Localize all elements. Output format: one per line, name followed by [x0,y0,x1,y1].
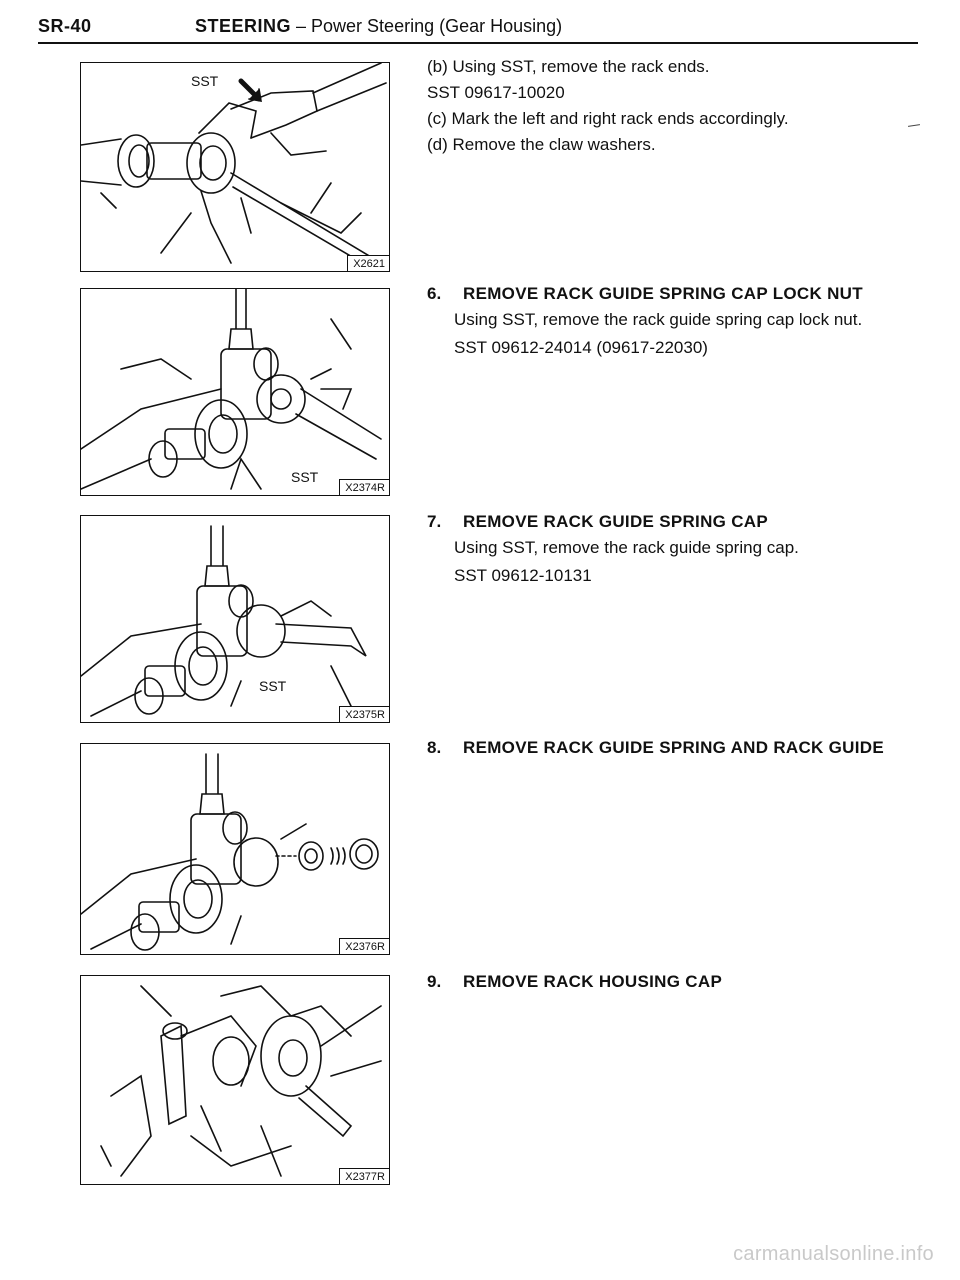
figure-id: X2376R [339,938,389,954]
figure-id: X2374R [339,479,389,495]
housing-cap-illustration [100,985,382,1177]
sst-callout: SST [257,678,289,694]
page-title: STEERING – Power Steering (Gear Housing) [195,16,562,37]
figure-rack-guide-removal: X2376R [80,743,390,955]
step-7-sst: SST 09612-10131 [454,566,592,585]
figure-lock-nut-removal: SST X2374R [80,288,390,496]
step-8-heading: 8. REMOVE RACK GUIDE SPRING AND RACK GUID… [427,738,884,758]
page-number: SR-40 [38,16,92,36]
step-number: 6. [427,284,442,303]
step-title: REMOVE RACK GUIDE SPRING CAP [463,512,768,531]
page-header: SR-40 STEERING – Power Steering (Gear Ho… [38,14,918,42]
step-number: 9. [427,972,442,991]
step-title: REMOVE RACK GUIDE SPRING CAP LOCK NUT [463,284,863,303]
spring-cap-illustration [81,525,367,717]
step-7-body: Using SST, remove the rack guide spring … [454,538,799,557]
step5-b-sst: SST 09617-10020 [427,83,565,102]
figure-id: X2375R [339,706,389,722]
rack-end-illustration [81,63,387,269]
figure-rack-end-removal: SST X2621 [80,62,390,272]
step5-b: (b) Using SST, remove the rack ends. [427,57,710,76]
step-6-sst: SST 09612-24014 (09617-22030) [454,338,708,357]
sst-callout: SST [189,73,221,89]
step-number: 8. [427,738,442,757]
step5-c: (c) Mark the left and right rack ends ac… [427,109,789,128]
section-subtitle: – Power Steering (Gear Housing) [291,16,563,36]
step-title: REMOVE RACK GUIDE SPRING AND RACK GUIDE [463,738,884,757]
figure-housing-cap-removal: X2377R [80,975,390,1185]
figure-id: X2377R [339,1168,389,1184]
stray-mark [907,124,921,127]
figure-id: X2621 [347,255,389,271]
step-title: REMOVE RACK HOUSING CAP [463,972,723,991]
step-7-heading: 7. REMOVE RACK GUIDE SPRING CAP [427,512,768,532]
sst-callout: SST [289,469,321,485]
lock-nut-illustration [81,289,382,490]
rack-guide-illustration [81,753,379,951]
step-number: 7. [427,512,442,531]
step-9-heading: 9. REMOVE RACK HOUSING CAP [427,972,722,992]
step5-d: (d) Remove the claw washers. [427,135,656,154]
header-rule [38,42,918,44]
step-6-heading: 6. REMOVE RACK GUIDE SPRING CAP LOCK NUT [427,284,863,304]
watermark: carmanualsonline.info [733,1243,934,1265]
step-6-body: Using SST, remove the rack guide spring … [454,310,863,329]
section-name: STEERING [195,16,292,36]
figure-spring-cap-removal: SST X2375R [80,515,390,723]
